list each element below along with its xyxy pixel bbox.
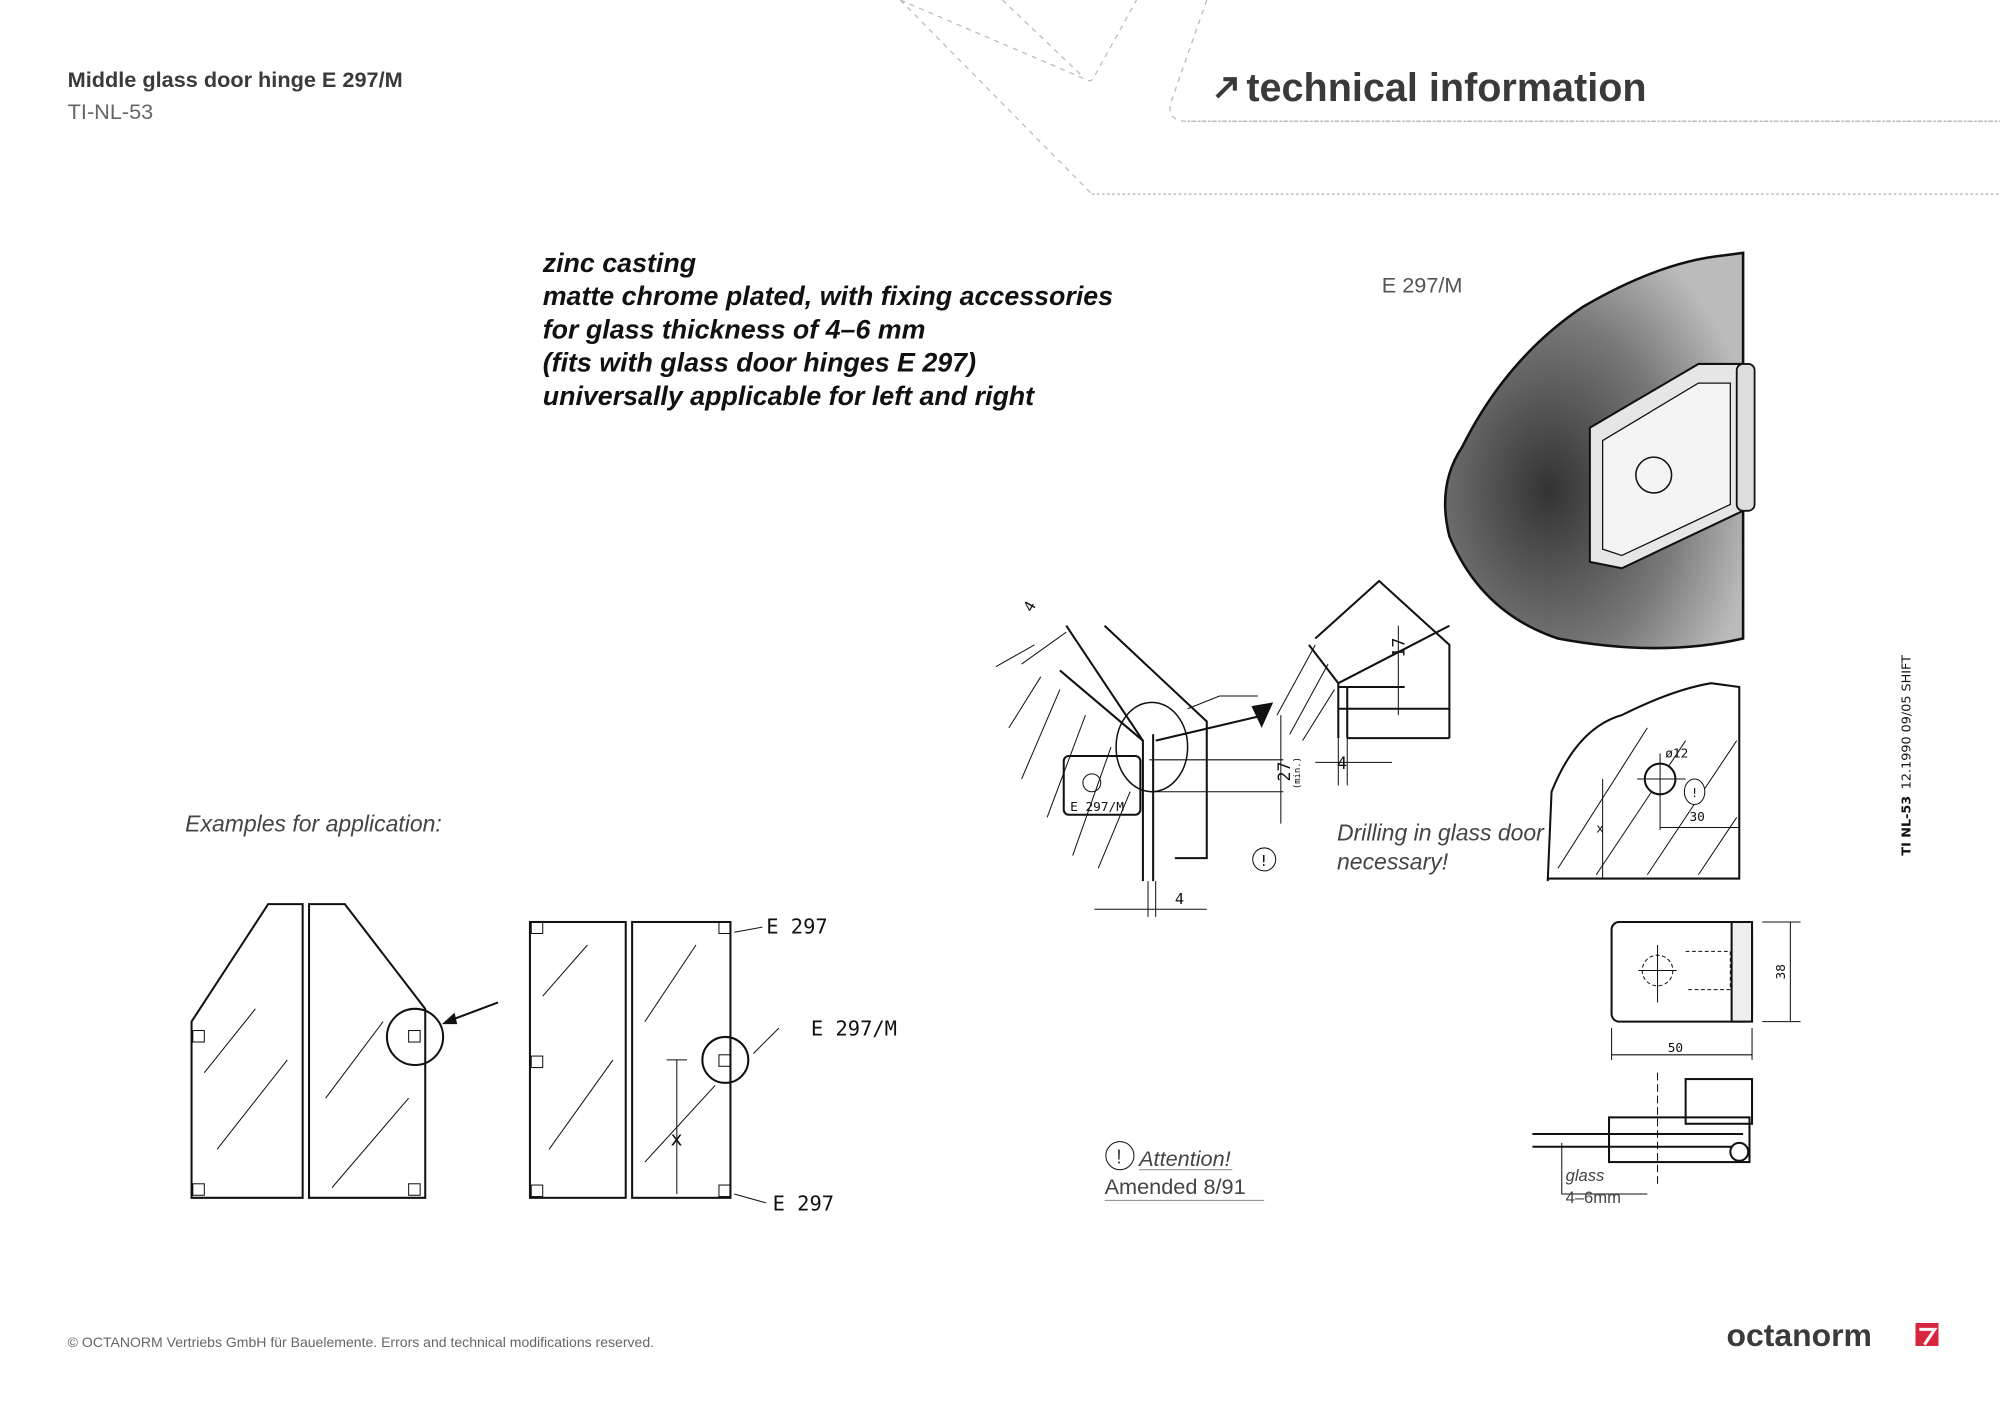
examples-heading: Examples for application: xyxy=(185,810,442,836)
description-line: universally applicable for left and righ… xyxy=(543,381,1035,411)
arrow-up-right-icon xyxy=(1215,77,1237,99)
drilling-note-line2: necessary! xyxy=(1337,849,1449,875)
document-title: Middle glass door hinge E 297/M xyxy=(68,67,403,92)
dim-width: 50 xyxy=(1668,1041,1683,1056)
dim-4-top: 4 xyxy=(1020,598,1040,615)
dim-4-mid: 4 xyxy=(1337,754,1347,773)
attention-mark: ! xyxy=(1116,1146,1122,1168)
attention-mark: ! xyxy=(1691,786,1699,801)
example-label-e297m: E 297/M xyxy=(811,1017,897,1041)
product-photo-label: E 297/M xyxy=(1382,272,1463,297)
description-line: (fits with glass door hinges E 297) xyxy=(543,348,976,378)
hinge-front-view: 38 50 xyxy=(1610,920,1801,1060)
dim-17: 17 xyxy=(1390,638,1409,658)
example-angled-doors xyxy=(190,903,499,1199)
drill-diameter: ø12 xyxy=(1665,746,1688,761)
product-description: zinc casting matte chrome plated, with f… xyxy=(542,248,1113,411)
dim-min: (min.) xyxy=(1293,757,1303,789)
hinge-section-view: glass 4–6mm xyxy=(1532,1072,1754,1207)
header-decoration xyxy=(899,0,2000,195)
octanorm-logo-icon xyxy=(1915,1322,1939,1346)
dim-30: 30 xyxy=(1689,810,1704,825)
dim-27: 27 xyxy=(1275,762,1294,782)
example-label-e297-top: E 297 xyxy=(766,914,827,938)
octanorm-logo-text: octanorm xyxy=(1727,1317,1872,1353)
attention-note: ! Attention! Amended 8/91 xyxy=(1104,1141,1265,1201)
dim-4-bottom: 4 xyxy=(1175,890,1184,908)
section-heading: technical information xyxy=(1246,66,1646,110)
dim-x: x xyxy=(1596,822,1604,837)
document-code: TI-NL-53 xyxy=(68,99,154,124)
example-straight-doors: x E 297 E 297/M E 297 xyxy=(528,914,897,1216)
stamp-code: TI NL-53 xyxy=(1899,796,1914,856)
drilling-detail-drawing: ø12 30 x ! xyxy=(1546,682,1741,882)
description-line: for glass thickness of 4–6 mm xyxy=(543,314,926,344)
dim-height: 38 xyxy=(1774,964,1789,979)
corner-detail-drawing: E 297/M 27 (min.) 4 4 ! xyxy=(995,598,1303,917)
stamp-revision: 12.1990 09/05 SHIFT xyxy=(1899,655,1914,789)
corner-profile-drawing: 17 4 xyxy=(1276,579,1451,786)
description-line: matte chrome plated, with fixing accesso… xyxy=(543,281,1113,311)
hinge-product-photo xyxy=(1443,251,1756,650)
drilling-note-line1: Drilling in glass door xyxy=(1337,819,1545,845)
glass-label: glass xyxy=(1566,1166,1605,1185)
attention-line2: Amended 8/91 xyxy=(1105,1174,1246,1199)
glass-thickness: 4–6mm xyxy=(1566,1188,1621,1207)
description-line: zinc casting xyxy=(542,248,696,278)
attention-mark: ! xyxy=(1259,852,1268,870)
side-stamp: TI NL-53 12.1990 09/05 SHIFT xyxy=(1899,655,1914,856)
attention-line1: Attention! xyxy=(1137,1146,1231,1171)
example-dim-x: x xyxy=(670,1126,682,1150)
footer-copyright: © OCTANORM Vertriebs GmbH für Bauelement… xyxy=(68,1334,654,1350)
example-label-e297-bottom: E 297 xyxy=(773,1192,834,1216)
hinge-label: E 297/M xyxy=(1070,800,1124,815)
